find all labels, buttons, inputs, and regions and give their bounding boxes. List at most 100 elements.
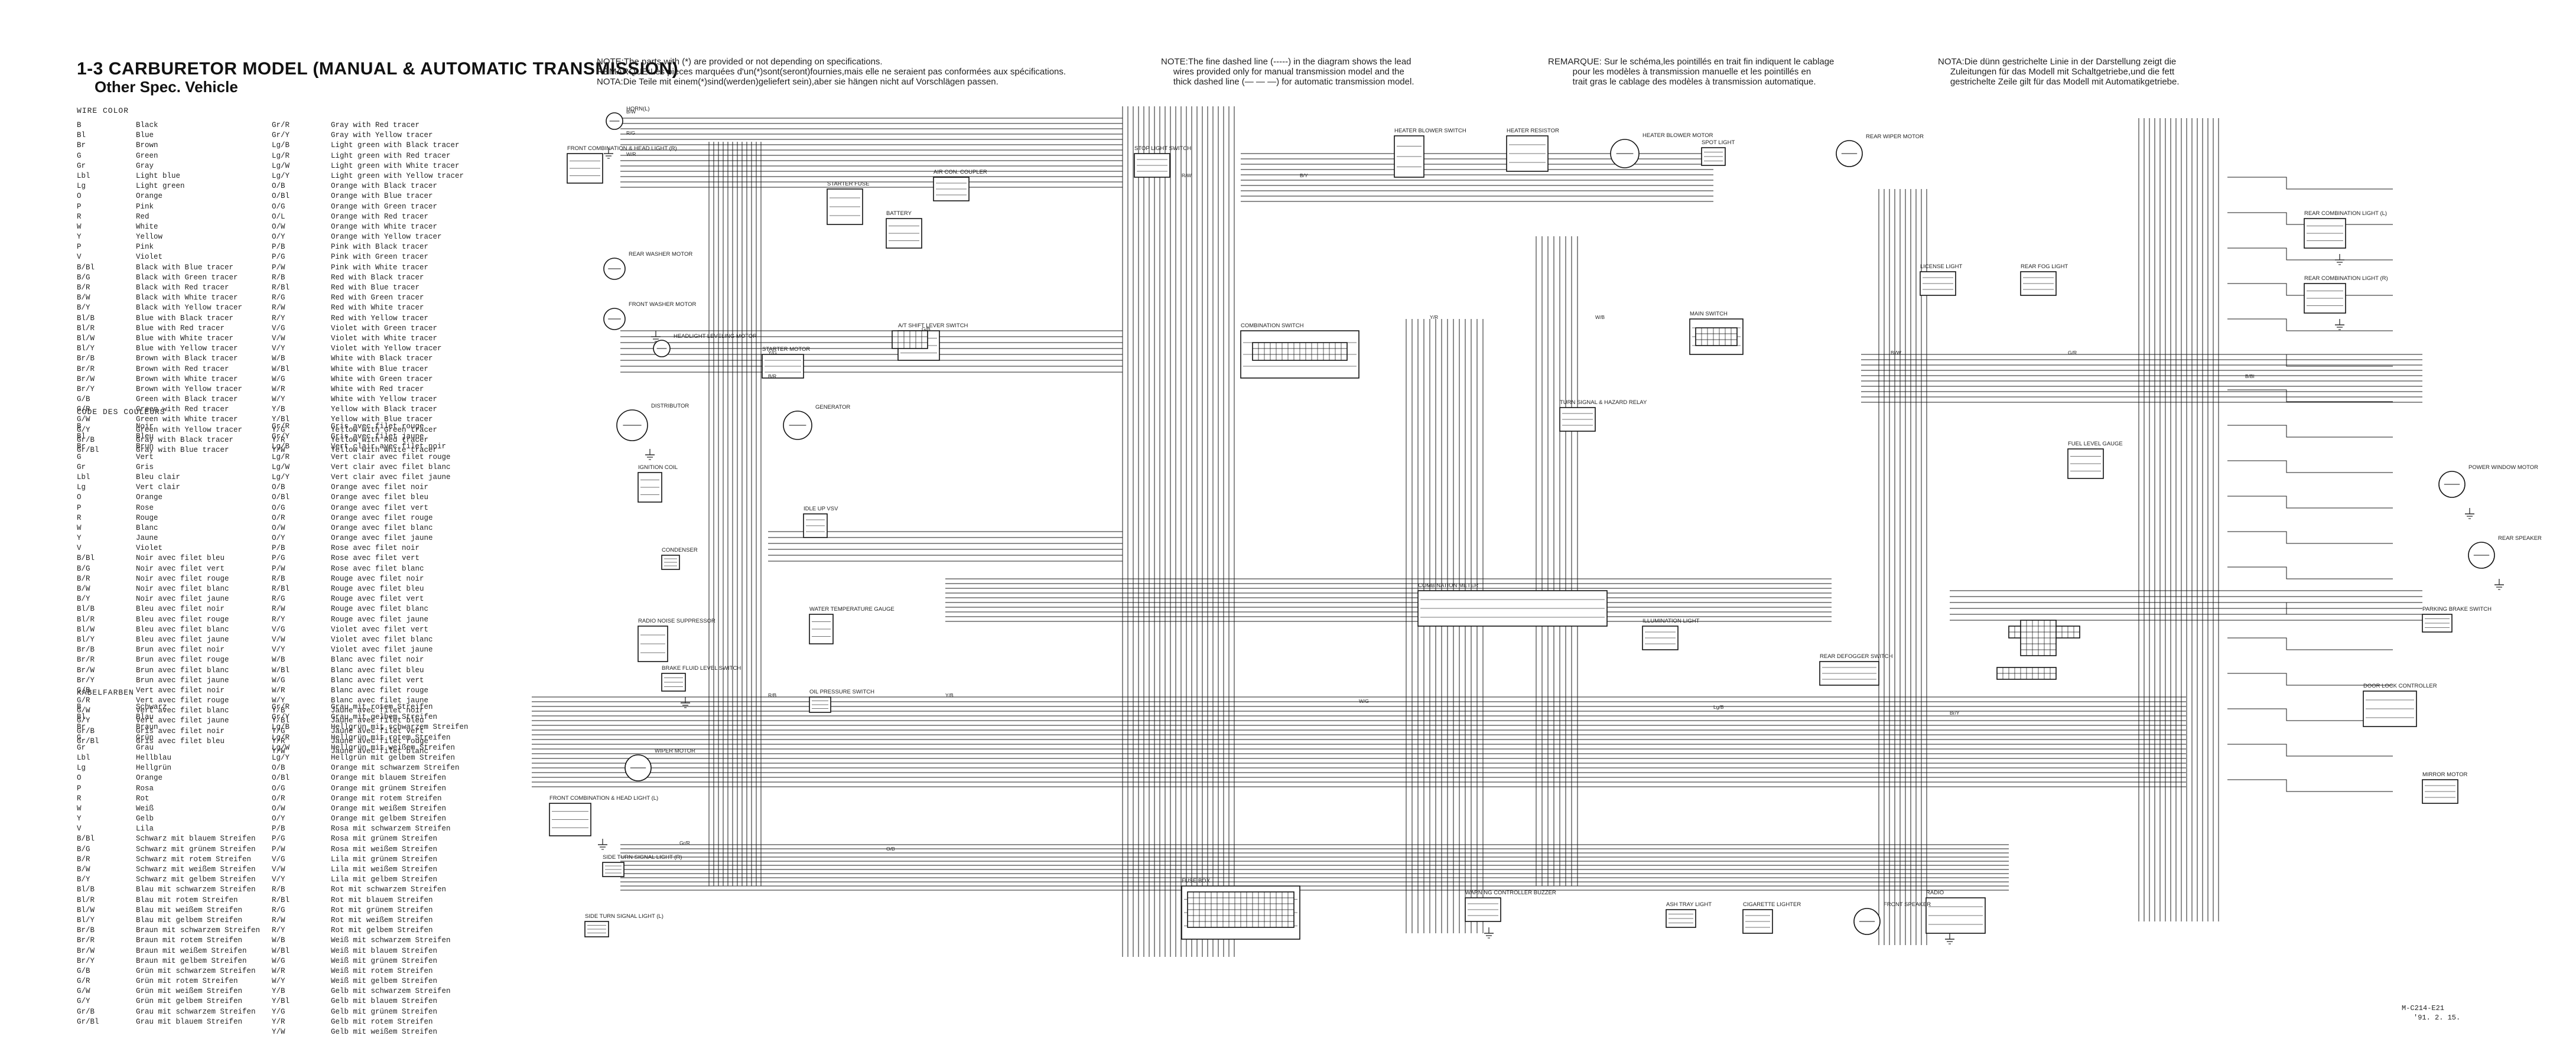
wire-description: Rouge [136,513,158,522]
wire-code: V/G [272,625,285,634]
stop-light-label: STOP LIGHT SWITCH [1134,145,1191,152]
wire-code: V/W [272,334,285,343]
wire-code: O/Y [272,233,285,242]
wire-code: Y/Bl [272,415,290,424]
wire-code: V [77,825,82,833]
wire-code: Lg/R [272,733,290,742]
wire-description: Blanc avec filet vert [331,676,424,685]
wire-code: O/Bl [272,493,290,502]
wire-code: O/Bl [272,192,290,201]
wire-code: O/B [272,764,285,773]
wire-code: V/Y [272,646,285,654]
wire-description: Grün mit schwarzem Streifen [136,966,256,975]
wire-description: Orange with White tracer [331,222,438,231]
wire-description: Brun [136,442,154,451]
wire-description: Blau mit rotem Streifen [136,895,238,904]
wire-code: P/B [272,825,285,833]
wire-code: Gr/B [77,1007,95,1016]
wire-description: Lila [136,825,154,833]
wire-code: V/G [272,324,285,333]
wire-description: Rot mit grünem Streifen [331,906,433,914]
wire-description: Blanc avec filet noir [331,656,424,665]
heater-motor-label: HEATER BLOWER MOTOR [1642,132,1713,139]
wire-code: Bl/B [77,885,95,894]
wire-code: B [77,703,82,711]
wire-description: Bleu clair [136,473,181,481]
wire [2227,177,2393,190]
wire-code: P [77,503,82,512]
wire-code: Bl/R [77,324,95,333]
legend-heading-en: WIRE COLOR [77,106,129,115]
wire-code: V [77,253,82,262]
wire-description: Blanc avec filet jaune [331,696,429,705]
wire-code: Bl/B [77,314,95,323]
wire-description: Rosa mit weißem Streifen [331,845,438,854]
wire-description: Noir avec filet bleu [136,554,225,563]
wire-description: White with Black tracer [331,354,433,363]
wire-code: B/G [77,845,90,854]
wire-description: Lila mit gelbem Streifen [331,875,438,884]
wire-code: B/Y [77,304,90,312]
wire-description: Blue with Red tracer [136,324,225,333]
wire-description: Brown with Black tracer [136,354,238,363]
wire-description: Blue [136,131,154,140]
wire-code: Bl/Y [77,635,95,644]
wire-code: Lg/W [272,462,290,471]
rear-defogger-label: REAR DEFOGGER SWITCH [1820,653,1893,660]
wire-description: Hellgrün mit rotem Streifen [331,733,451,742]
wire-description: Orange with Red tracer [331,212,429,221]
wire-description: Orange with Yellow tracer [331,233,442,242]
wire-code: B [77,422,82,431]
wire-code: B/Y [77,595,90,604]
wire-description: Vert avec filet blanc [136,706,229,715]
wire-color-label: Br/Y [1950,710,1960,716]
wire-code: O/G [272,503,285,512]
wire-code: B/Bl [77,263,95,272]
brake-fluid-label: BRAKE FLUID LEVEL SWITCH [662,665,741,672]
wire-description: Rose avec filet noir [331,544,420,553]
wire-code: Lg/Y [272,473,290,481]
wire-description: Orange mit grünem Streifen [331,784,447,793]
wire-code: Gr/Bl [77,737,99,745]
ignition-coil-label: IGNITION COIL [638,464,678,471]
wire-code: Gr/B [77,727,95,735]
wire-code: W/Y [272,696,285,705]
wire-code: Br [77,442,86,451]
combination-switch-label: COMBINATION SWITCH [1241,323,1304,329]
wire-description: Orange avec filet jaune [331,534,433,543]
wire-color-label: Gr/R [679,840,690,846]
radio-label: RADIO [1926,890,1944,896]
wire-code: W/Bl [272,666,290,675]
wire-code: Br [77,723,86,732]
wire-code: O/Bl [272,774,290,783]
wire-description: Orange with Green tracer [331,202,438,211]
wire-description: Orange mit blauem Streifen [331,774,447,783]
wire-description: Vert [136,452,154,461]
wire-code: Gr [77,743,86,752]
wire-description: Noir avec filet rouge [136,574,229,583]
wire-code: P/G [272,253,285,262]
wire-description: Light blue [136,171,181,180]
wire-code: Lg/R [272,151,290,160]
wire-description: Yellow with Green tracer [331,425,438,434]
wire [2227,318,2393,331]
wire-description: Grau mit blauem Streifen [136,1017,243,1026]
wire-code: Lg/B [272,442,290,451]
cigarette-label: CIGARETTE LIGHTER [1743,901,1801,908]
wire-description: Schwarz mit blauem Streifen [136,835,256,843]
wire-description: Grün mit gelbem Streifen [136,997,243,1006]
